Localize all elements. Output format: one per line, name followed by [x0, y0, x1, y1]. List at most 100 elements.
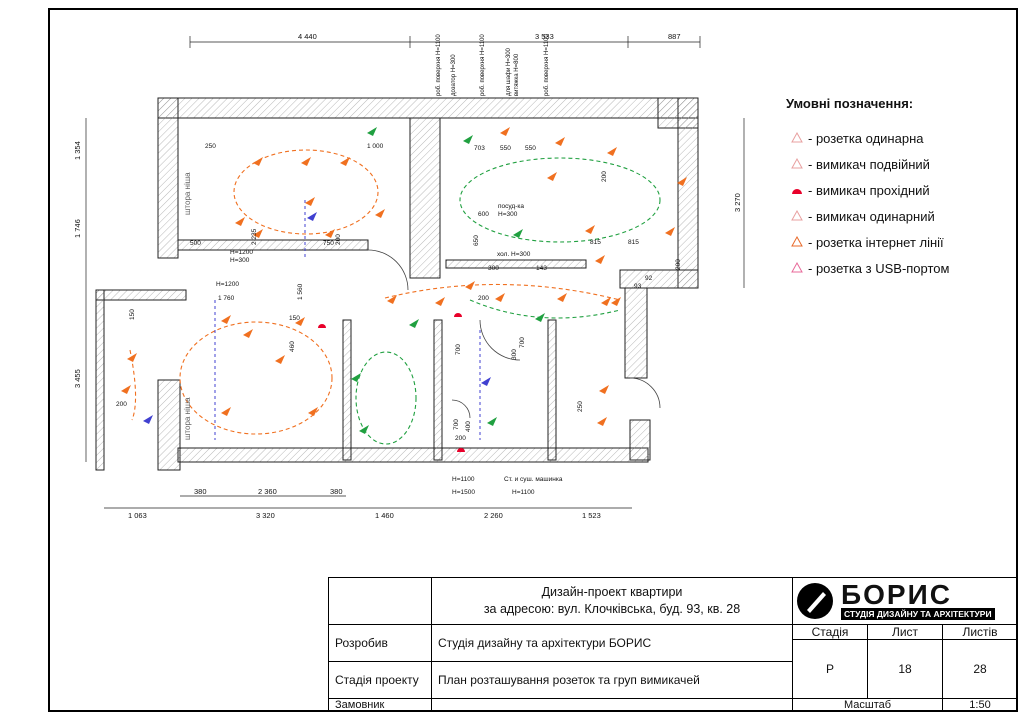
scale-label: Масштаб: [843, 698, 892, 711]
dim-bottom-4: 2 260: [484, 511, 503, 520]
interior-dim: 815: [590, 239, 601, 246]
stage-value: Р: [825, 661, 834, 676]
dim-left-1: 1 354: [73, 141, 82, 160]
sheet-header: Лист: [891, 624, 919, 639]
legend-label: - розетка одинарна: [808, 130, 924, 146]
height-7: H=1100: [452, 476, 475, 483]
marker: [253, 157, 263, 166]
project-line-1: Дизайн-проект квартири: [541, 584, 683, 599]
title-block: Дизайн-проект квартири за адресою: вул. …: [328, 577, 1018, 713]
interior-dim: 700: [453, 419, 460, 430]
vertical-label: роб. поверхня H=1100: [436, 34, 442, 96]
marker: [535, 313, 545, 322]
stage-project-label: Стадія проекту: [335, 673, 419, 687]
switch-groups-orange: [129, 149, 621, 435]
logo: БОРИС СТУДІЯ ДИЗАЙНУ ТА АРХІТЕКТУРИ: [793, 580, 1017, 622]
marker: [127, 353, 137, 362]
logo-sub: СТУДІЯ ДИЗАЙНУ ТА АРХІТЕКТУРИ: [841, 607, 995, 620]
interior-dim: 2 235: [251, 228, 258, 245]
height-3: H=1200: [216, 281, 239, 288]
dim-bottom-2: 3 320: [256, 511, 275, 520]
height-5: H=300: [498, 211, 518, 218]
height-6: хол. H=300: [497, 251, 531, 258]
legend-item: - розетка інтернет лінії: [786, 229, 1006, 255]
dim-top: [189, 36, 701, 48]
marker: [221, 315, 231, 324]
interior-dim: 550: [500, 145, 511, 152]
marker: [665, 227, 675, 236]
height-8: H=1500: [452, 489, 475, 496]
legend-title: Умовні позначення:: [786, 96, 914, 111]
marker: [375, 209, 385, 218]
height-4: посуд-ка: [498, 203, 524, 210]
marker: [597, 417, 607, 426]
interior-dim: 150: [129, 309, 136, 320]
marker: [275, 355, 285, 364]
interior-dim: 200: [601, 171, 608, 182]
legend: Умовні позначення: - розетка одинарна - в…: [786, 96, 1006, 281]
interior-dim: 1 560: [297, 283, 304, 300]
double-switch-icon: [786, 158, 808, 170]
dim-bottom-1: 1 063: [128, 511, 147, 520]
interior-dim: 650: [473, 235, 480, 246]
interior-dim: 200: [455, 435, 466, 442]
vertical-label: витяжка H=800: [514, 53, 520, 96]
marker: [409, 319, 419, 328]
interior-dim: 200: [335, 234, 342, 245]
marker: [253, 229, 263, 238]
stage-header: Стадія: [811, 624, 849, 639]
legend-item: - розетка з USB-портом: [786, 255, 1006, 281]
marker: [611, 297, 621, 306]
switch-groups-blue: [214, 200, 481, 440]
dim-bottom-3: 1 460: [375, 511, 394, 520]
dim-inner-1: 380: [194, 487, 207, 496]
marker: [243, 329, 253, 338]
legend-item: - вимикач прохідний: [786, 177, 1006, 203]
marker: [143, 415, 153, 424]
dim-left-2: 1 746: [73, 219, 82, 238]
interior-dim: 700: [519, 337, 526, 348]
interior-dim: 250: [577, 401, 584, 412]
pass-switch-icon: [786, 185, 808, 195]
sheet-value: 18: [898, 661, 912, 676]
dim-right-1: 3 270: [733, 193, 742, 212]
interior-dim: 143: [536, 265, 547, 272]
customer-label: Замовник: [335, 698, 385, 711]
vertical-label: роб. поверхня H=1100: [480, 34, 486, 96]
niche-label-2: штора ніша: [183, 397, 192, 440]
marker: [387, 295, 397, 304]
marker: [601, 297, 611, 306]
interior-dim: 600: [478, 211, 489, 218]
interior-dim: 500: [190, 240, 201, 247]
interior-dim: 460: [289, 341, 296, 352]
legend-label: - вимикач одинарний: [808, 208, 935, 224]
electrical-markers: [121, 127, 687, 452]
walls: [95, 97, 699, 471]
marker: [500, 127, 510, 136]
height-10: H=1100: [512, 489, 535, 496]
sheets-value: 28: [973, 661, 987, 676]
single-switch-icon: [786, 210, 808, 222]
marker: [301, 157, 311, 166]
interior-dim: 1 000: [367, 143, 384, 150]
height-9: Ст. и суш. машинка: [504, 476, 563, 483]
marker: [325, 229, 335, 238]
pass-switch-marker: [457, 448, 465, 452]
interior-dim: 550: [525, 145, 536, 152]
interior-dim: 815: [628, 239, 639, 246]
interior-dim: 750: [323, 240, 334, 247]
brush-logo-icon: [797, 582, 833, 619]
legend-item: - вимикач одинарний: [786, 203, 1006, 229]
marker: [463, 135, 473, 144]
height-2: H=300: [230, 257, 250, 264]
marker: [221, 407, 231, 416]
height-1: H=1200: [230, 249, 253, 256]
usb-socket-icon: [786, 262, 808, 274]
marker: [235, 217, 245, 226]
marker: [481, 377, 491, 386]
marker: [677, 177, 687, 186]
legend-label: - вимикач прохідний: [808, 182, 930, 198]
dim-top-3: 887: [668, 32, 681, 41]
marker: [607, 147, 617, 156]
